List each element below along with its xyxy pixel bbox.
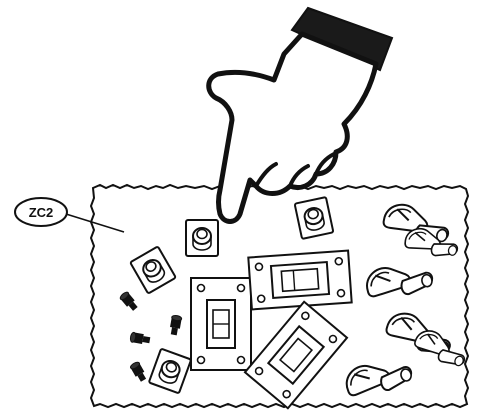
mounting-bracket-1 [191, 278, 251, 370]
callout-label: ZC2 [29, 205, 54, 220]
nut-plate-1 [186, 220, 218, 256]
nut-plate-2 [295, 197, 334, 239]
mounting-bracket-2 [248, 251, 351, 310]
